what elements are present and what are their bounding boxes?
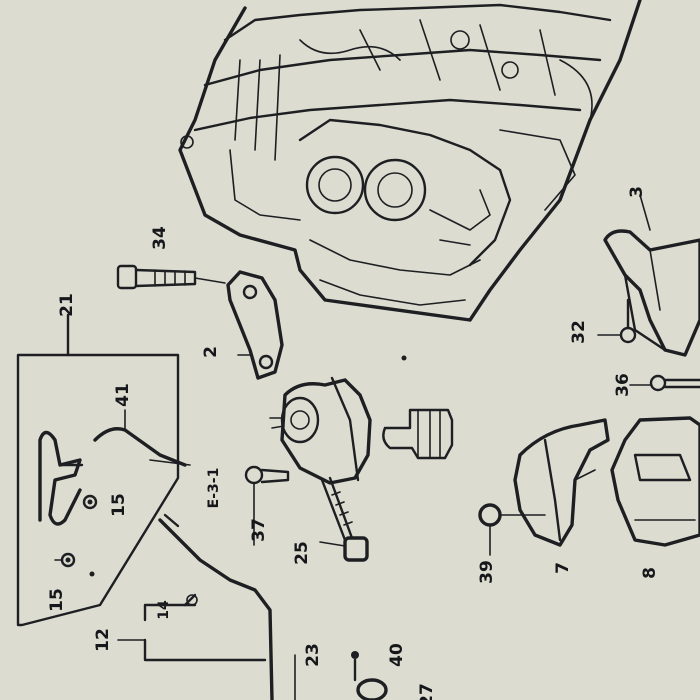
bracket-line-12: [143, 603, 267, 662]
mount-8: [610, 416, 700, 547]
hose-pipe: [158, 513, 274, 700]
clip-14: [183, 593, 198, 607]
label-41: 41: [113, 383, 133, 407]
label-32: 32: [569, 320, 589, 344]
label-39: 39: [477, 560, 497, 584]
bolt-37: [244, 465, 290, 546]
bracket-7: [513, 418, 610, 547]
engine-assembly: [178, 0, 642, 322]
label-12: 12: [93, 628, 113, 652]
label-E-3-1: E-3-1: [206, 468, 222, 509]
nut-39: [478, 503, 546, 556]
label-23: 23: [303, 643, 323, 667]
label-37: 37: [249, 518, 269, 542]
marker-dot-2: [401, 355, 407, 361]
label-27: 27: [417, 683, 437, 700]
label-15b: 15: [47, 588, 67, 612]
label-34: 34: [150, 226, 170, 250]
bolt-32: [597, 298, 637, 344]
label-15a: 15: [109, 493, 129, 517]
label-36: 36: [613, 373, 633, 397]
ref-line-e31: [149, 459, 191, 466]
bolt-36: [629, 374, 700, 392]
label-21: 21: [57, 293, 77, 317]
pointing-hand-icon: [382, 408, 454, 460]
washer-15b: [54, 552, 76, 568]
group-box-21: [16, 313, 180, 627]
bolt-34: [116, 264, 226, 290]
label-14: 14: [156, 600, 172, 620]
bracket-2: [226, 270, 284, 380]
label-40: 40: [387, 643, 407, 667]
bracket-3: [603, 194, 700, 357]
label-7: 7: [553, 562, 573, 574]
pin-40: [351, 651, 388, 700]
label-2: 2: [201, 346, 221, 358]
clip-41: [93, 409, 187, 467]
label-25: 25: [292, 541, 312, 565]
bolt-25: [319, 476, 369, 562]
bent-tube-part: [38, 430, 84, 526]
label-8: 8: [640, 567, 660, 579]
marker-dot: [89, 571, 95, 577]
label-3: 3: [627, 186, 647, 198]
washer-15a: [82, 494, 98, 510]
actuator-housing: [269, 376, 372, 485]
